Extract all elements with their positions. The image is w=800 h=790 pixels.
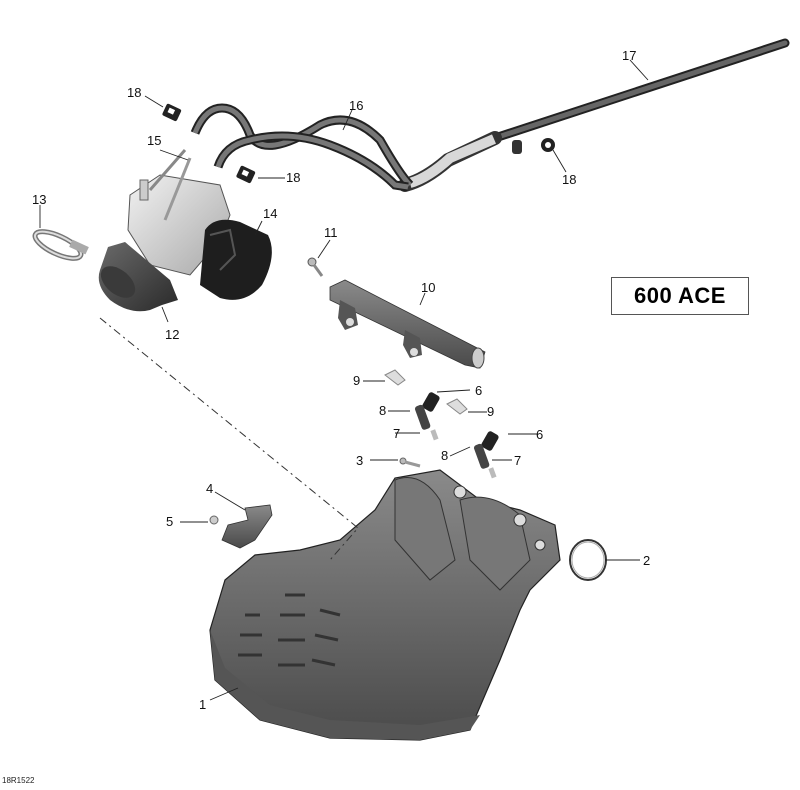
screw-11: [307, 257, 324, 277]
callout-4: 4: [206, 481, 213, 496]
callout-12: 12: [165, 327, 179, 342]
callout-9a: 9: [353, 373, 360, 388]
clip-18: [162, 103, 555, 184]
callout-8a: 8: [379, 403, 386, 418]
injector-clip-9: [384, 369, 468, 415]
callout-1: 1: [199, 697, 206, 712]
screw-3: [399, 457, 421, 468]
callout-6a: 6: [475, 383, 482, 398]
callout-14: 14: [263, 206, 277, 221]
model-label: 600 ACE: [634, 283, 726, 308]
leader-lines: [39, 59, 649, 701]
callout-5: 5: [166, 514, 173, 529]
hose-17: [398, 38, 790, 192]
callout-17: 17: [622, 48, 636, 63]
callout-2: 2: [643, 553, 650, 568]
callout-6b: 6: [536, 427, 543, 442]
model-label-box: 600 ACE: [611, 277, 749, 315]
alignment-line: [99, 317, 359, 561]
callout-18b: 18: [286, 170, 300, 185]
fuel-injector: [414, 392, 499, 479]
callout-11: 11: [324, 225, 338, 240]
sensor-4: [209, 504, 273, 549]
callout-9b: 9: [487, 404, 494, 419]
callout-7a: 7: [393, 426, 400, 441]
reference-code: 18R1522: [2, 776, 35, 785]
hose-16: [190, 103, 414, 192]
callout-labels: 1 2 3 4 5 6 6 7 7 8 8 9 9 10 11 12 13 14…: [32, 48, 650, 712]
screw-15: [163, 157, 192, 221]
callout-8b: 8: [441, 448, 448, 463]
fuel-rail-10: [329, 279, 486, 369]
callout-15: 15: [147, 133, 161, 148]
adaptor-12: [98, 242, 178, 312]
intake-manifold-1: [209, 469, 561, 741]
callout-3: 3: [356, 453, 363, 468]
o-ring-2: [569, 539, 607, 581]
clamp-13: [32, 229, 89, 261]
callout-10: 10: [421, 280, 435, 295]
callout-18a: 18: [127, 85, 141, 100]
callout-16: 16: [349, 98, 363, 113]
callout-13: 13: [32, 192, 46, 207]
callout-18c: 18: [562, 172, 576, 187]
callout-7b: 7: [514, 453, 521, 468]
